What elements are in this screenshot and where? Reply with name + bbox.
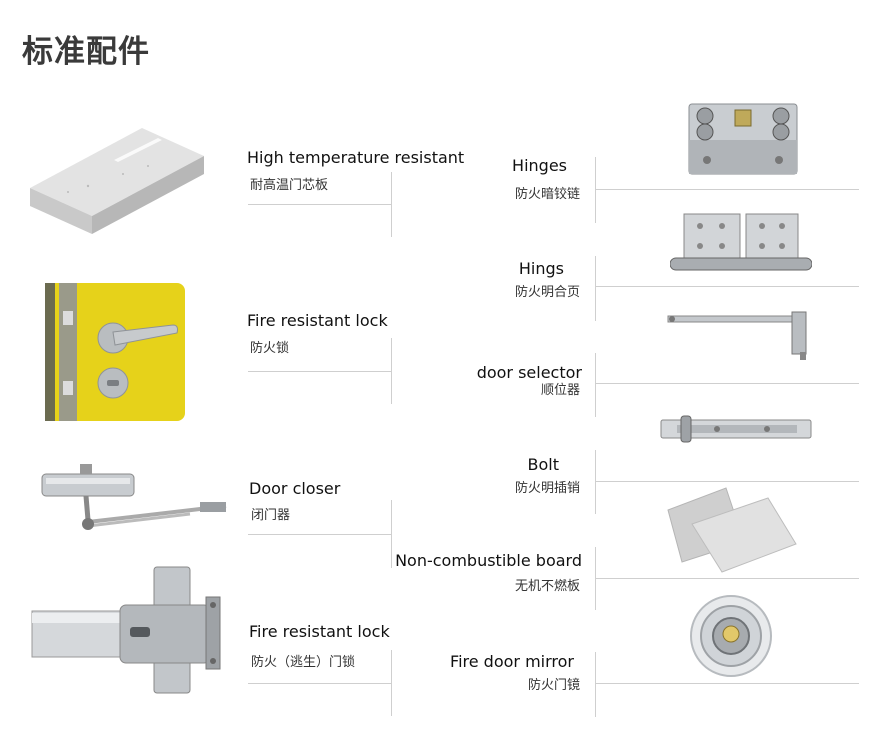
divider — [391, 650, 392, 716]
door-selector-image — [667, 311, 807, 360]
item-label-zh: 防火明合页 — [514, 285, 580, 300]
divider — [248, 534, 391, 535]
page-title: 标准配件 — [22, 34, 150, 70]
divider — [595, 383, 859, 384]
divider — [595, 286, 859, 287]
divider — [595, 683, 859, 684]
butt-hinge-image — [670, 213, 812, 271]
item-label-zh: 无机不燃板 — [514, 579, 580, 594]
item-label-en: Bolt — [527, 455, 559, 474]
divider — [391, 500, 392, 568]
item-label-en: High temperature resistant — [247, 148, 465, 167]
item-label-en: Hings — [518, 259, 564, 278]
item-label-en: Fire resistant lock — [249, 622, 390, 641]
divider — [595, 578, 859, 579]
item-label-zh: 防火（逃生）门锁 — [251, 655, 356, 670]
item-label-en: door selector — [476, 363, 582, 382]
bolt-image — [660, 415, 812, 443]
item-label-en: Fire resistant lock — [247, 311, 388, 330]
divider — [595, 157, 596, 223]
item-label-en: Hinges — [512, 156, 567, 175]
divider — [248, 371, 391, 372]
item-label-zh: 闭门器 — [251, 508, 291, 523]
divider — [595, 189, 859, 190]
divider — [595, 353, 596, 417]
board-image — [667, 487, 797, 573]
item-label-en: Door closer — [249, 479, 341, 498]
item-label-zh: 防火暗铰链 — [514, 187, 580, 202]
divider — [248, 683, 391, 684]
item-label-zh: 防火锁 — [250, 341, 290, 356]
divider — [595, 450, 596, 514]
item-label-en: Fire door mirror — [450, 652, 574, 671]
item-label-zh: 防火门镜 — [527, 678, 580, 693]
door-mirror-image — [690, 595, 772, 677]
item-label-zh: 耐高温门芯板 — [250, 178, 329, 193]
divider — [595, 652, 596, 717]
divider — [595, 481, 859, 482]
item-label-zh: 顺位器 — [540, 383, 580, 398]
core-board-image — [30, 128, 204, 234]
divider — [248, 204, 391, 205]
divider — [391, 172, 392, 237]
divider — [595, 256, 596, 321]
item-label-en: Non-combustible board — [395, 551, 582, 570]
lever-lock-image — [45, 283, 185, 421]
concealed-hinge-image — [688, 103, 798, 175]
item-label-zh: 防火明插销 — [514, 481, 580, 496]
door-closer-image — [41, 464, 227, 530]
divider — [391, 338, 392, 404]
panic-bar-image — [31, 566, 221, 694]
